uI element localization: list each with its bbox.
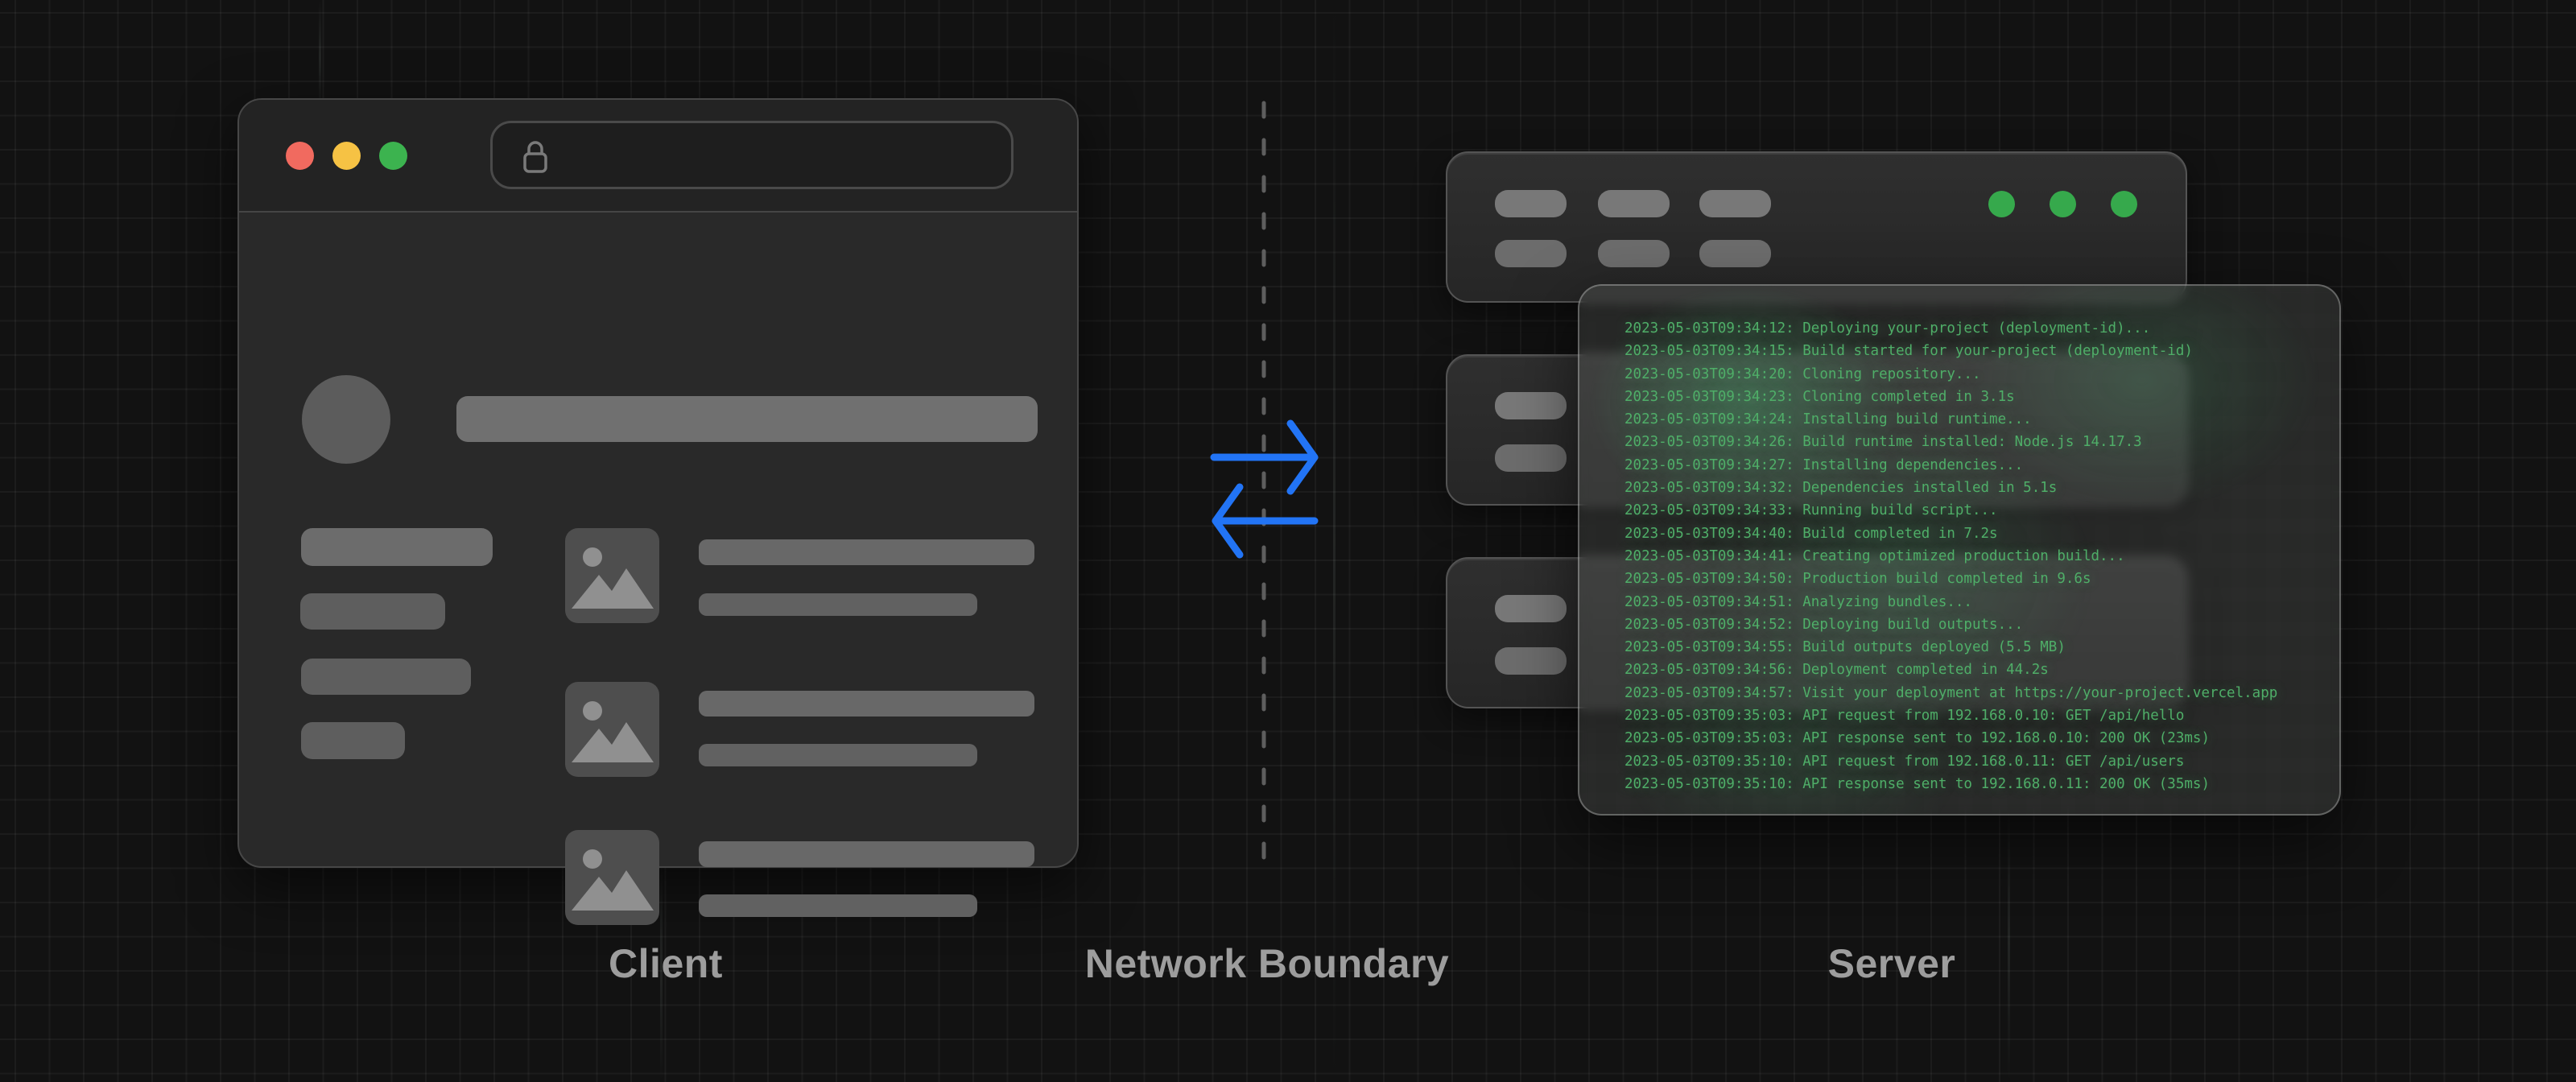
sidebar-skeleton-bar (301, 659, 471, 695)
browser-content (239, 213, 1077, 925)
window-controls (286, 142, 407, 170)
rack-slot (1495, 647, 1567, 675)
status-led-icon (1988, 191, 2015, 217)
card-text-skeleton (699, 841, 1034, 867)
sidebar-skeleton-bar (300, 593, 445, 630)
rack-slot (1495, 444, 1567, 472)
rack-slot (1495, 190, 1567, 217)
url-bar (490, 121, 1013, 189)
card-text-skeleton (699, 894, 977, 917)
log-line: 2023-05-03T09:34:23: Cloning completed i… (1624, 388, 2015, 405)
hero-title-skeleton (456, 396, 1038, 442)
rack-slot (1495, 240, 1567, 267)
rack-slot (1495, 392, 1567, 419)
server-label: Server (1827, 941, 1956, 986)
rack-slot (1699, 240, 1771, 267)
lock-icon (523, 141, 547, 173)
log-line: 2023-05-03T09:34:57: Visit your deployme… (1624, 684, 2278, 701)
rack-slot (1598, 190, 1670, 217)
log-line: 2023-05-03T09:35:03: API response sent t… (1624, 730, 2210, 747)
maximize-traffic-light-icon (379, 142, 407, 170)
card-text-skeleton (699, 744, 977, 766)
log-line: 2023-05-03T09:34:55: Build outputs deplo… (1624, 639, 2066, 656)
card-text-skeleton (699, 691, 1034, 717)
network-boundary-label: Network Boundary (1084, 941, 1450, 986)
avatar (302, 375, 390, 464)
sidebar-skeleton-bar (301, 528, 493, 566)
client-label: Client (609, 941, 723, 986)
log-line: 2023-05-03T09:34:27: Installing dependen… (1624, 456, 2024, 473)
rack-slot (1495, 595, 1567, 622)
rack-slot (1699, 190, 1771, 217)
log-line: 2023-05-03T09:34:32: Dependencies instal… (1624, 480, 2058, 497)
deployment-log-terminal: 2023-05-03T09:34:12: Deploying your-proj… (1578, 284, 2341, 816)
log-line: 2023-05-03T09:34:56: Deployment complete… (1624, 662, 2049, 679)
log-line: 2023-05-03T09:34:12: Deploying your-proj… (1624, 320, 2151, 337)
rack-slot (1598, 240, 1670, 267)
browser-titlebar (239, 100, 1077, 213)
log-line: 2023-05-03T09:34:40: Build completed in … (1624, 525, 1998, 542)
log-line: 2023-05-03T09:34:20: Cloning repository.… (1624, 365, 1981, 382)
log-line: 2023-05-03T09:34:15: Build started for y… (1624, 343, 2193, 360)
minimize-traffic-light-icon (332, 142, 361, 170)
image-placeholder-icon (565, 682, 659, 777)
log-line: 2023-05-03T09:34:26: Build runtime insta… (1624, 434, 2142, 451)
log-line: 2023-05-03T09:34:51: Analyzing bundles..… (1624, 593, 1972, 610)
status-led-icon (2111, 191, 2137, 217)
card-text-skeleton (699, 539, 1034, 565)
status-led-icon (2050, 191, 2076, 217)
request-arrow-icon (1210, 419, 1319, 495)
log-line: 2023-05-03T09:35:10: API request from 19… (1624, 753, 2185, 770)
log-line: 2023-05-03T09:34:24: Installing build ru… (1624, 411, 2032, 428)
response-arrow-icon (1212, 483, 1319, 559)
log-line: 2023-05-03T09:34:50: Production build co… (1624, 571, 2091, 588)
log-line: 2023-05-03T09:34:41: Creating optimized … (1624, 547, 2125, 564)
log-line: 2023-05-03T09:34:52: Deploying build out… (1624, 616, 2024, 633)
image-placeholder-icon (565, 528, 659, 623)
sidebar-skeleton-bar (301, 722, 405, 759)
client-browser-window (237, 98, 1079, 925)
close-traffic-light-icon (286, 142, 314, 170)
deployment-log-lines: 2023-05-03T09:34:12: Deploying your-proj… (1624, 317, 2320, 795)
image-placeholder-icon (565, 830, 659, 925)
log-line: 2023-05-03T09:35:10: API response sent t… (1624, 775, 2210, 792)
server-rack-1 (1446, 151, 2187, 303)
log-line: 2023-05-03T09:35:03: API request from 19… (1624, 708, 2185, 725)
log-line: 2023-05-03T09:34:33: Running build scrip… (1624, 502, 1998, 519)
card-text-skeleton (699, 593, 977, 616)
